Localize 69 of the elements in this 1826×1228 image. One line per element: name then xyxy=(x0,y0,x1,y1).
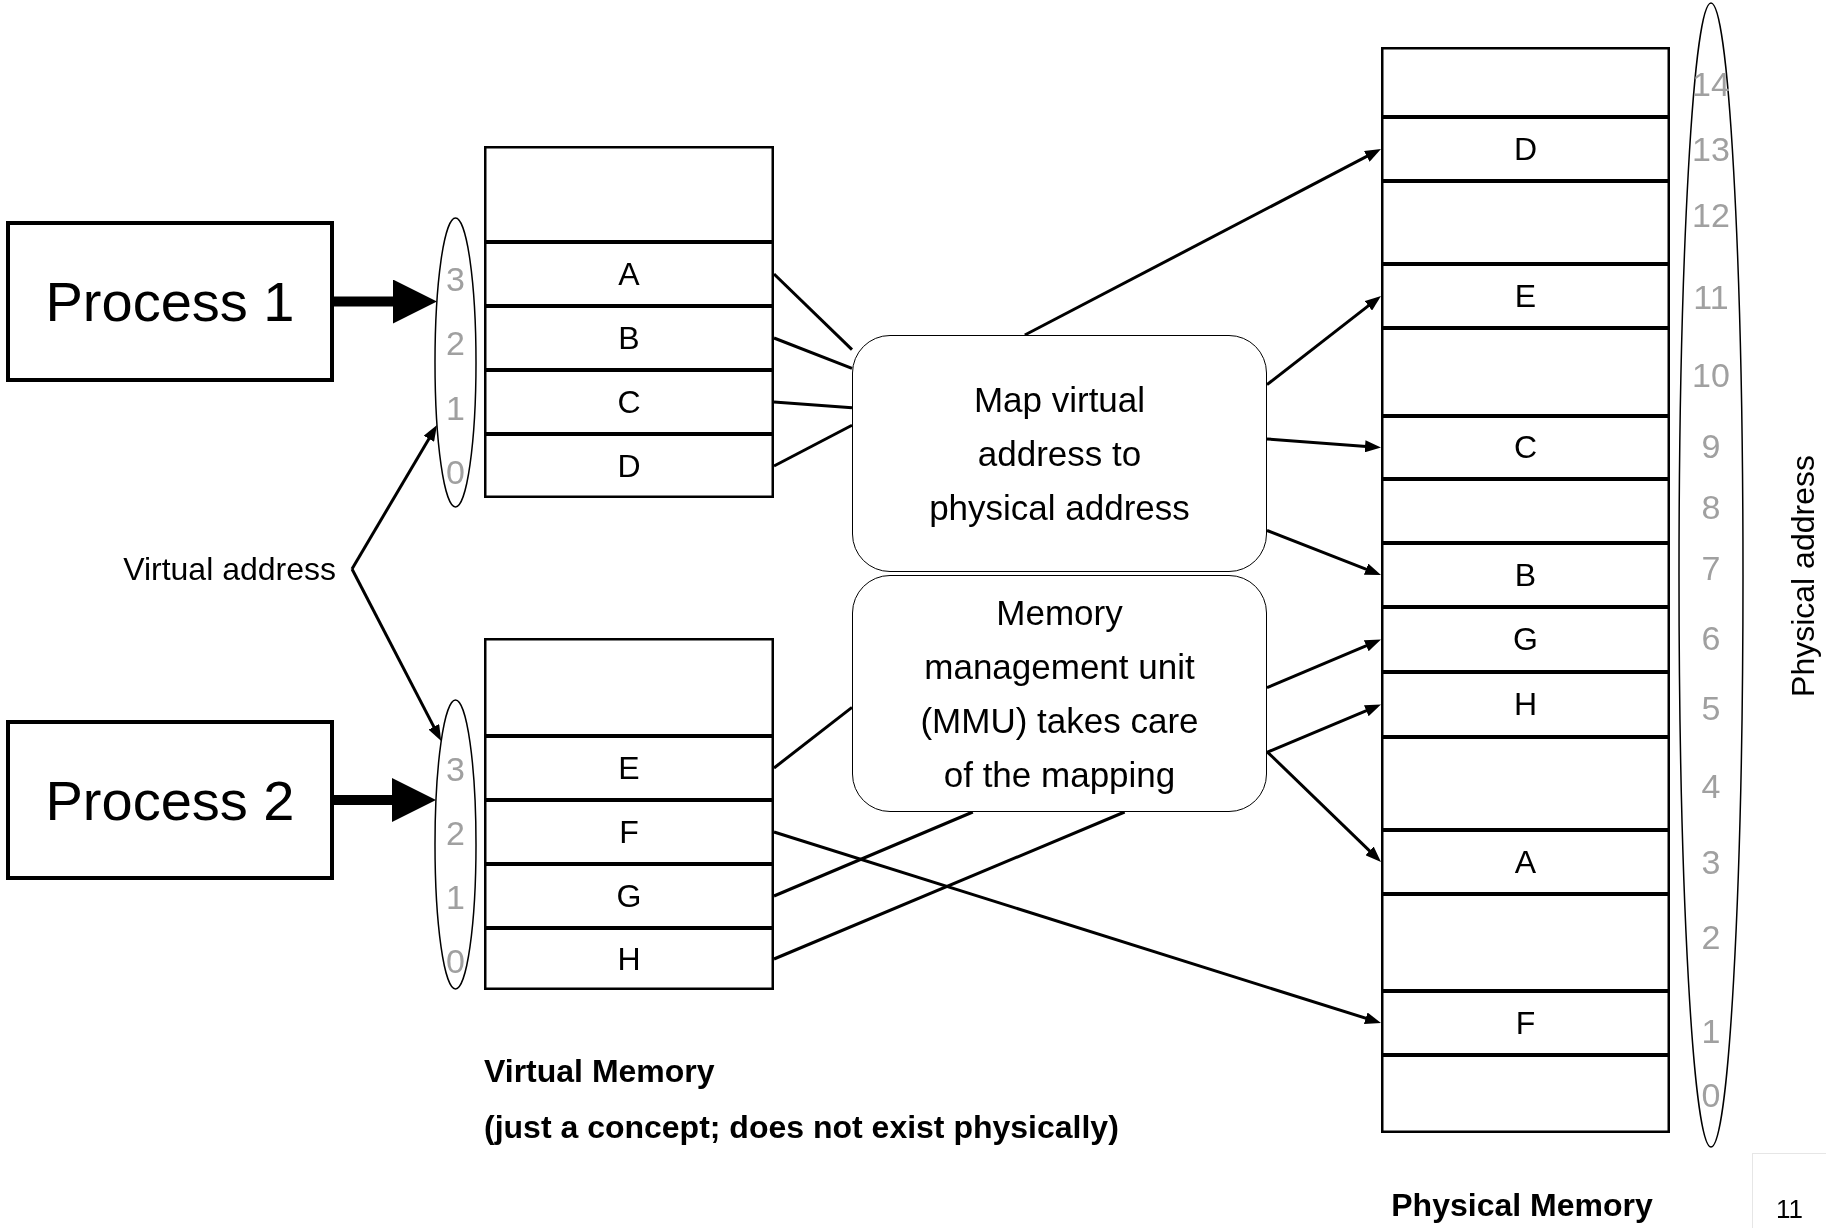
memory-slot xyxy=(1381,181,1670,264)
memory-slot: G xyxy=(1381,607,1670,672)
address-number: 12 xyxy=(1691,195,1731,235)
address-number: 6 xyxy=(1700,618,1722,658)
address-number: 5 xyxy=(1700,688,1722,728)
memory-slot: E xyxy=(1381,264,1670,328)
memory-slot: H xyxy=(1381,672,1670,737)
mmu-box: Map virtual address to physical address xyxy=(852,335,1267,572)
mmu-box: Memory management unit (MMU) takes care of the mapping xyxy=(852,575,1267,812)
memory-slot: C xyxy=(484,370,774,434)
memory-slot: G xyxy=(484,864,774,928)
memory-slot: C xyxy=(1381,416,1670,479)
memory-slot: A xyxy=(1381,830,1670,894)
arrow xyxy=(1266,296,1381,386)
address-number: 10 xyxy=(1691,355,1731,395)
memory-slot: F xyxy=(484,800,774,864)
memory-slot: F xyxy=(1381,991,1670,1055)
address-number: 0 xyxy=(445,452,466,492)
memory-table xyxy=(484,638,774,990)
caption-label: Physical Memory xyxy=(1390,1186,1654,1225)
arrow xyxy=(1024,149,1381,337)
arrow xyxy=(1266,704,1381,754)
memory-table xyxy=(484,146,774,498)
process-box: Process 2 xyxy=(6,720,334,880)
address-number: 13 xyxy=(1691,129,1731,169)
arrow xyxy=(334,778,436,822)
arrow xyxy=(334,279,437,324)
axis-label: Physical address xyxy=(1784,454,1822,699)
arrow xyxy=(1266,639,1381,690)
caption-note: (just a concept; does not exist physically) xyxy=(484,1108,1120,1147)
address-number: 2 xyxy=(445,323,466,363)
address-number: 3 xyxy=(445,749,466,789)
memory-slot: B xyxy=(1381,543,1670,607)
caption-label: Virtual Memory xyxy=(484,1052,716,1091)
address-number: 2 xyxy=(1700,917,1722,957)
address-oval xyxy=(1678,2,1744,1148)
memory-slot: E xyxy=(484,736,774,800)
address-number: 1 xyxy=(445,877,466,917)
arrow xyxy=(1266,437,1381,453)
address-oval xyxy=(434,699,477,990)
address-number: 3 xyxy=(1700,842,1722,882)
address-oval xyxy=(434,217,477,508)
arrow xyxy=(350,425,437,570)
address-number: 7 xyxy=(1700,548,1722,588)
memory-slot xyxy=(1381,328,1670,416)
arrow xyxy=(773,830,1381,1024)
address-number: 1 xyxy=(445,388,466,428)
address-number: 2 xyxy=(445,813,466,853)
address-number: 11 xyxy=(1692,277,1730,317)
address-number: 0 xyxy=(1700,1075,1722,1115)
memory-slot: D xyxy=(1381,117,1670,181)
memory-slot xyxy=(1381,894,1670,991)
memory-slot xyxy=(1381,737,1670,830)
arrow xyxy=(350,568,442,741)
memory-slot: A xyxy=(484,242,774,306)
memory-slot xyxy=(1381,479,1670,543)
page-number: 11 xyxy=(1752,1153,1826,1228)
arrow xyxy=(1266,529,1381,575)
arrow xyxy=(1265,750,1381,862)
address-number: 4 xyxy=(1700,766,1722,806)
address-number: 8 xyxy=(1700,487,1722,527)
address-number: 3 xyxy=(445,259,466,299)
memory-slot: B xyxy=(484,306,774,370)
process-box: Process 1 xyxy=(6,221,334,382)
memory-table xyxy=(1381,47,1670,1133)
address-number: 0 xyxy=(445,941,466,981)
address-number: 9 xyxy=(1700,426,1722,466)
address-label: Virtual address xyxy=(30,548,352,590)
address-number: 1 xyxy=(1700,1011,1722,1051)
